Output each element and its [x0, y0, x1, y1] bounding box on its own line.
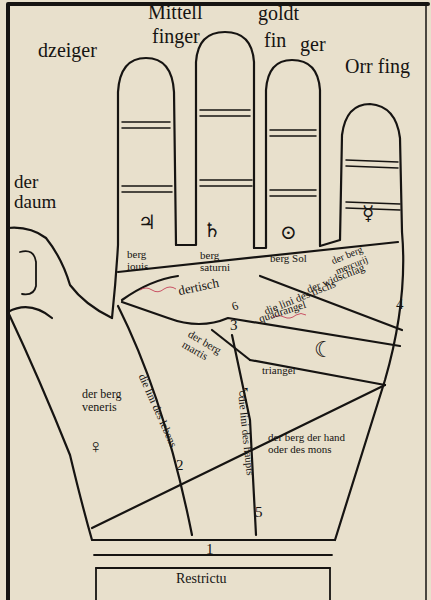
palm-label: der berg veneris — [82, 388, 138, 413]
palm-label: dertisch — [177, 276, 220, 298]
palm-label: ☾ — [314, 338, 334, 361]
palm-label: triangel — [262, 365, 298, 377]
palm-label: dzeiger — [38, 40, 97, 61]
palm-label: ♄ — [203, 220, 221, 241]
palm-label: berg saturni — [200, 250, 244, 273]
palm-label: der daum — [14, 172, 64, 212]
palm-label: 4 — [396, 297, 404, 313]
palm-label: 6 — [230, 299, 240, 313]
palm-label: Orr fing — [345, 56, 410, 77]
palm-label: die lini des haupts — [236, 396, 256, 477]
palm-label: Restrictu — [176, 572, 227, 587]
palm-label: der berg der hand oder des mons — [268, 432, 356, 455]
palm-label: ♀ — [88, 436, 103, 457]
palm-label: ☿ — [362, 203, 374, 224]
palm-label: fin — [264, 30, 286, 51]
palm-label: 2 — [176, 458, 184, 474]
palm-label: 3 — [230, 318, 238, 334]
palm-label: ger — [300, 34, 326, 55]
palm-label: der berg martis — [180, 329, 244, 379]
palm-label: ♃ — [138, 212, 156, 233]
palm-label: 1 — [206, 542, 214, 558]
palm-label: finger — [152, 26, 200, 47]
palm-label: berg Sol — [270, 253, 314, 265]
palm-label: die lini des lebens — [136, 372, 179, 449]
palm-label: ⊙ — [280, 222, 297, 243]
palm-label: goldt — [258, 3, 299, 24]
palm-label: berg iouis — [127, 249, 165, 272]
palm-label: 5 — [255, 505, 263, 521]
palm-label: Mittell — [148, 2, 202, 23]
